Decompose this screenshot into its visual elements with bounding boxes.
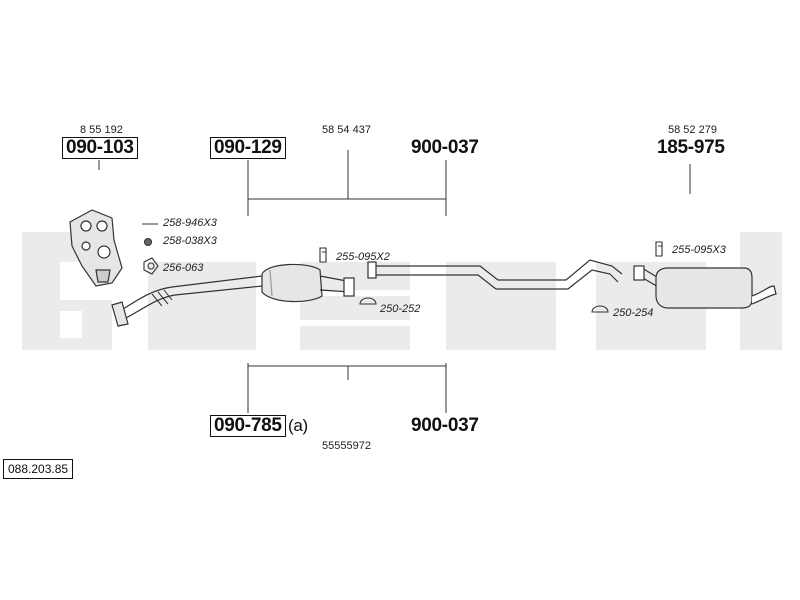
- catalyst-part-number[interactable]: 090-785: [210, 415, 286, 437]
- middle-pipe-part-number-top[interactable]: 900-037: [411, 137, 479, 158]
- accessory-label-2[interactable]: 258-038X3: [163, 235, 217, 247]
- manifold-part-number[interactable]: 090-103: [62, 137, 138, 159]
- middle-pipe: [367, 259, 623, 290]
- diagram-code: 088.203.85: [3, 459, 74, 479]
- rear-muffler-part-number[interactable]: 185-975: [657, 137, 725, 158]
- middle-pipe-part-number-bottom[interactable]: 900-037: [411, 415, 479, 436]
- front-pipe: [111, 275, 263, 327]
- catalyst-oem-number: 55555972: [322, 440, 371, 452]
- exhaust-manifold: [69, 209, 123, 287]
- rear-oem-number: 58 52 279: [668, 124, 717, 136]
- front-pipe-part-number[interactable]: 090-129: [210, 137, 286, 159]
- catalytic-converter: [261, 263, 355, 303]
- center-oem-number: 58 54 437: [322, 124, 371, 136]
- leader-lines: [98, 150, 691, 413]
- rear-muffler: [633, 265, 777, 309]
- accessory-label-4[interactable]: 255-095X2: [336, 251, 390, 263]
- manifold-oem-number: 8 55 192: [80, 124, 123, 136]
- accessory-label-5[interactable]: 250-252: [380, 303, 421, 315]
- accessory-label-7[interactable]: 250-254: [613, 307, 654, 319]
- accessory-label-3[interactable]: 256-063: [163, 262, 204, 274]
- accessory-icons: [143, 237, 663, 313]
- accessory-label-6[interactable]: 255-095X3: [672, 244, 726, 256]
- catalyst-suffix: (a): [288, 416, 308, 435]
- accessory-label-1[interactable]: 258-946X3: [163, 217, 217, 229]
